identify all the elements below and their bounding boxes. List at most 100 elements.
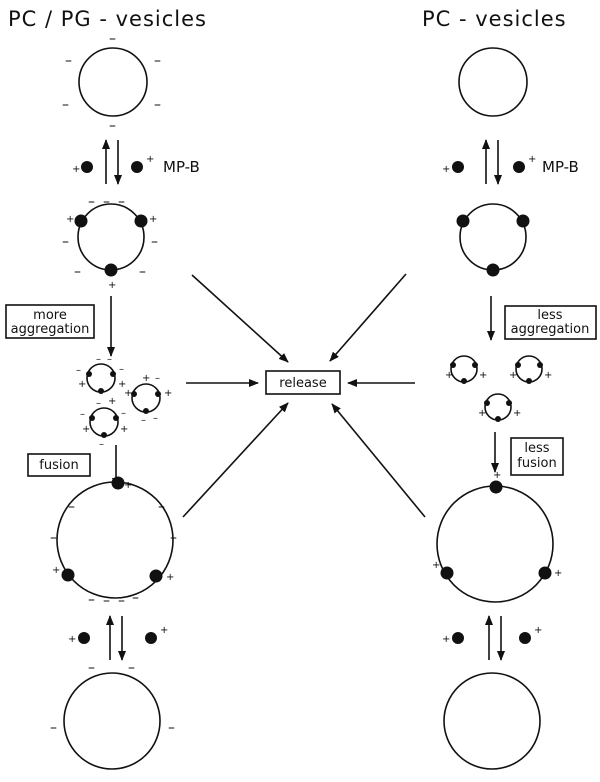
minus-sign: – bbox=[132, 590, 139, 606]
plus-sign: + bbox=[509, 370, 517, 381]
release-box: release bbox=[265, 370, 341, 395]
plus-sign: + bbox=[68, 634, 76, 645]
plus-sign: + bbox=[52, 565, 60, 576]
vesicle-pc-final bbox=[443, 672, 541, 770]
aggregated-vesicles-left: – – – – + + + – + + – – – + – – + + – bbox=[76, 354, 172, 450]
fusion-box: fusion bbox=[27, 453, 91, 477]
minus-sign: – bbox=[141, 415, 146, 426]
plus-sign: + bbox=[493, 470, 501, 481]
plus-sign: + bbox=[442, 164, 450, 175]
mp-b-protein-dot bbox=[145, 632, 157, 644]
minus-sign: – bbox=[121, 408, 126, 419]
minus-sign: – bbox=[153, 413, 158, 424]
plus-sign: + bbox=[146, 154, 154, 165]
plus-sign: + bbox=[554, 568, 562, 579]
less-aggregation-box: less aggregation bbox=[504, 305, 597, 340]
plus-sign: + bbox=[442, 634, 450, 645]
mp-b-label-right: MP-B bbox=[542, 158, 579, 176]
plus-sign: + bbox=[534, 625, 542, 636]
plus-sign: + bbox=[166, 572, 174, 583]
minus-sign: – bbox=[118, 194, 125, 210]
minus-sign: – bbox=[88, 660, 95, 676]
more-aggregation-label: more bbox=[33, 308, 67, 323]
arrow-to-release bbox=[331, 403, 426, 518]
minus-sign: – bbox=[109, 31, 116, 47]
more-aggregation-box: more aggregation bbox=[5, 304, 95, 339]
less-fusion-label: fusion bbox=[517, 456, 556, 471]
mp-b-protein-dot bbox=[452, 632, 464, 644]
equilibrium-release-right: + + bbox=[442, 615, 542, 661]
minus-sign: – bbox=[128, 660, 135, 676]
plus-sign: + bbox=[513, 408, 521, 419]
plus-sign: + bbox=[528, 154, 536, 165]
plus-sign: + bbox=[72, 164, 80, 175]
arrow-to-release bbox=[182, 402, 289, 518]
mp-b-protein-dot bbox=[81, 161, 93, 173]
less-fusion-box: less fusion bbox=[510, 437, 564, 476]
plus-sign: + bbox=[124, 480, 132, 491]
minus-sign: – bbox=[76, 365, 81, 376]
minus-sign: – bbox=[96, 398, 101, 409]
mp-b-protein-dot bbox=[519, 632, 531, 644]
more-aggregation-label: aggregation bbox=[11, 322, 90, 337]
minus-sign: – bbox=[119, 364, 124, 375]
vesicle-pcpg-fused: + + + – – – – – – – – bbox=[50, 476, 177, 609]
plus-sign: + bbox=[149, 214, 157, 225]
mp-b-protein-dot bbox=[513, 161, 525, 173]
minus-sign: – bbox=[154, 97, 161, 113]
arrow-to-release bbox=[329, 273, 407, 362]
plus-sign: + bbox=[108, 280, 116, 291]
plus-sign: + bbox=[544, 370, 552, 381]
equilibrium-release-left: + + bbox=[68, 615, 168, 661]
header-right: PC - vesicles bbox=[422, 7, 567, 31]
minus-sign: – bbox=[50, 530, 57, 546]
equilibrium-binding-left: + + MP-B bbox=[72, 139, 200, 185]
minus-sign: – bbox=[68, 499, 75, 515]
less-aggregation-label: less bbox=[537, 308, 562, 323]
fusion-label: fusion bbox=[39, 458, 78, 473]
vesicle-pc-bound bbox=[456, 203, 530, 277]
plus-sign: + bbox=[142, 373, 150, 384]
minus-sign: – bbox=[158, 499, 165, 515]
mp-b-protein-dot bbox=[78, 632, 90, 644]
vesicle-pcpg-final: – – – – bbox=[50, 660, 175, 770]
plus-sign: + bbox=[124, 388, 132, 399]
minus-sign: – bbox=[118, 593, 125, 609]
minus-sign: – bbox=[74, 264, 81, 280]
vesicle-pcpg-initial: – – – – – – bbox=[62, 31, 161, 134]
plus-sign: + bbox=[479, 370, 487, 381]
plus-sign: + bbox=[445, 370, 453, 381]
plus-sign: + bbox=[164, 388, 172, 399]
vesicle-pcpg-bound: + + + – – – – – – – bbox=[62, 194, 158, 291]
minus-sign: – bbox=[96, 354, 101, 365]
arrow-to-release bbox=[191, 274, 289, 363]
minus-sign: – bbox=[50, 720, 57, 736]
header-left: PC / PG - vesicles bbox=[8, 7, 207, 31]
minus-sign: – bbox=[139, 264, 146, 280]
plus-sign: + bbox=[120, 424, 128, 435]
minus-sign: – bbox=[88, 592, 95, 608]
plus-sign: + bbox=[78, 379, 86, 390]
minus-sign: – bbox=[103, 593, 110, 609]
minus-sign: – bbox=[151, 234, 158, 250]
minus-sign: – bbox=[107, 354, 112, 365]
minus-sign: – bbox=[109, 118, 116, 134]
minus-sign: – bbox=[155, 373, 160, 384]
plus-sign: + bbox=[82, 424, 90, 435]
less-aggregation-label: aggregation bbox=[511, 322, 590, 337]
minus-sign: – bbox=[62, 234, 69, 250]
minus-sign: – bbox=[103, 194, 110, 210]
equilibrium-binding-right: + + MP-B bbox=[442, 139, 579, 185]
plus-sign: + bbox=[108, 396, 116, 407]
minus-sign: – bbox=[154, 53, 161, 69]
minus-sign: – bbox=[80, 409, 85, 420]
minus-sign: – bbox=[99, 439, 104, 450]
plus-sign: + bbox=[118, 379, 126, 390]
release-label: release bbox=[279, 376, 326, 391]
less-fusion-label: less bbox=[524, 441, 549, 456]
mp-b-protein-dot bbox=[131, 161, 143, 173]
minus-sign: – bbox=[168, 720, 175, 736]
mp-b-label-left: MP-B bbox=[163, 158, 200, 176]
minus-sign: – bbox=[170, 530, 177, 546]
plus-sign: + bbox=[478, 408, 486, 419]
